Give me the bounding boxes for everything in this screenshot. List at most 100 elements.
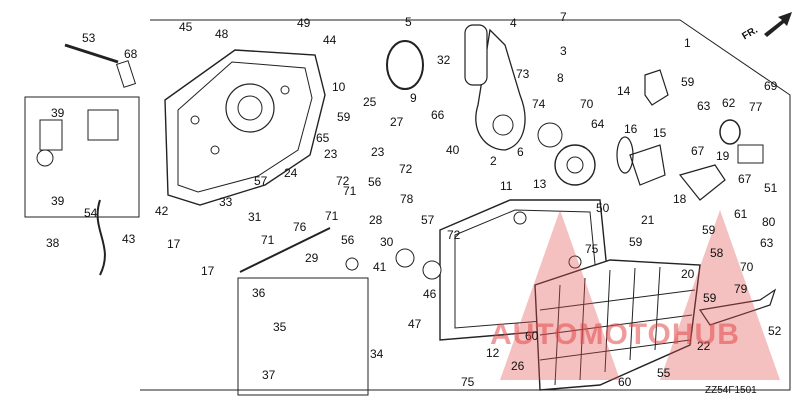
part-label-57a: 57	[254, 174, 268, 188]
part-label-69: 69	[764, 79, 778, 93]
part-label-8: 8	[557, 71, 564, 85]
part-label-35: 35	[273, 320, 287, 334]
part-label-62: 62	[722, 96, 736, 110]
part-label-31: 31	[248, 210, 262, 224]
watermark-text: AUTOMOTOHUB	[490, 318, 740, 351]
part-label-75b: 75	[461, 375, 475, 389]
part-label-29: 29	[305, 251, 319, 265]
housing-part-10	[164, 49, 326, 206]
part-label-12: 12	[486, 346, 500, 360]
part-label-18: 18	[673, 192, 687, 206]
part-label-60a: 60	[525, 329, 539, 343]
part-label-40: 40	[446, 143, 460, 157]
part-label-1: 1	[684, 36, 691, 50]
part-label-21: 21	[641, 213, 655, 227]
part-label-39a: 39	[51, 106, 65, 120]
part-label-80: 80	[762, 215, 776, 229]
part-label-59e: 59	[703, 291, 717, 305]
part-label-58: 58	[710, 246, 724, 260]
part-label-22: 22	[697, 339, 711, 353]
part-label-64: 64	[591, 117, 605, 131]
part-label-48: 48	[215, 27, 229, 41]
part-label-79: 79	[734, 282, 748, 296]
lever-part-2	[475, 28, 526, 151]
part-label-23b: 23	[371, 145, 385, 159]
part-label-68: 68	[124, 47, 138, 61]
part-label-38: 38	[46, 236, 60, 250]
part-label-52: 52	[768, 324, 782, 338]
part-label-70b: 70	[740, 260, 754, 274]
part-label-61: 61	[734, 207, 748, 221]
part-label-5: 5	[405, 15, 412, 29]
part-label-37: 37	[262, 368, 276, 382]
part-label-72c: 72	[447, 228, 461, 242]
part-label-56b: 56	[368, 175, 382, 189]
part-label-41: 41	[373, 260, 387, 274]
part-label-63b: 63	[760, 236, 774, 250]
part-label-7: 7	[560, 10, 567, 24]
box-34	[237, 277, 369, 396]
part-label-71c: 71	[261, 233, 275, 247]
part-label-19: 19	[716, 149, 730, 163]
part-label-4: 4	[510, 16, 517, 30]
gear-part-13	[554, 144, 596, 186]
part-label-67a: 67	[691, 144, 705, 158]
part-label-59a: 59	[337, 110, 351, 124]
part-label-16: 16	[624, 122, 638, 136]
diagram-code: ZZ54F1501	[705, 385, 757, 396]
part-label-76: 76	[293, 220, 307, 234]
part-label-50: 50	[596, 201, 610, 215]
part-label-17a: 17	[167, 237, 181, 251]
part-label-53: 53	[82, 31, 96, 45]
part-label-67b: 67	[738, 172, 752, 186]
part-label-71a: 71	[325, 209, 339, 223]
part-label-24: 24	[284, 166, 298, 180]
part-label-27: 27	[390, 115, 404, 129]
part-label-75a: 75	[585, 242, 599, 256]
part-label-49: 49	[297, 16, 311, 30]
part-label-34: 34	[370, 347, 384, 361]
part-label-73: 73	[516, 67, 530, 81]
part-label-28: 28	[369, 213, 383, 227]
part-label-26: 26	[511, 359, 525, 373]
part-label-2: 2	[490, 154, 497, 168]
part-label-45: 45	[179, 20, 193, 34]
box-38	[24, 96, 140, 218]
part-label-6: 6	[517, 145, 524, 159]
part-label-72b: 72	[399, 162, 413, 176]
part-label-60b: 60	[618, 375, 632, 389]
arrow-icon	[764, 12, 792, 37]
part-label-59d: 59	[702, 223, 716, 237]
part-label-56a: 56	[341, 233, 355, 247]
part-label-77: 77	[749, 100, 763, 114]
part-label-78: 78	[400, 192, 414, 206]
part-label-14: 14	[617, 84, 631, 98]
part-label-20: 20	[681, 267, 695, 281]
part-label-10: 10	[332, 80, 346, 94]
part-label-44: 44	[323, 33, 337, 47]
part-label-17b: 17	[201, 264, 215, 278]
part-label-36: 36	[252, 286, 266, 300]
part-label-23a: 23	[324, 147, 338, 161]
part-label-15: 15	[653, 126, 667, 140]
part-label-32: 32	[437, 53, 451, 67]
part-label-59b: 59	[681, 75, 695, 89]
part-label-9: 9	[410, 91, 417, 105]
part-label-74: 74	[532, 97, 546, 111]
part-label-71b: 71	[343, 184, 357, 198]
part-label-3: 3	[560, 44, 567, 58]
part-label-65: 65	[316, 131, 330, 145]
part-label-11: 11	[500, 179, 513, 193]
part-label-55: 55	[657, 366, 671, 380]
part-label-47: 47	[408, 317, 422, 331]
part-label-54: 54	[84, 206, 98, 220]
front-direction-indicator: FR.	[740, 8, 798, 42]
part-label-72a: 72	[336, 174, 350, 188]
part-label-43: 43	[122, 232, 136, 246]
part-label-66: 66	[431, 108, 445, 122]
part-label-51: 51	[764, 181, 778, 195]
part-label-63a: 63	[697, 99, 711, 113]
ring-part-5	[386, 40, 424, 90]
